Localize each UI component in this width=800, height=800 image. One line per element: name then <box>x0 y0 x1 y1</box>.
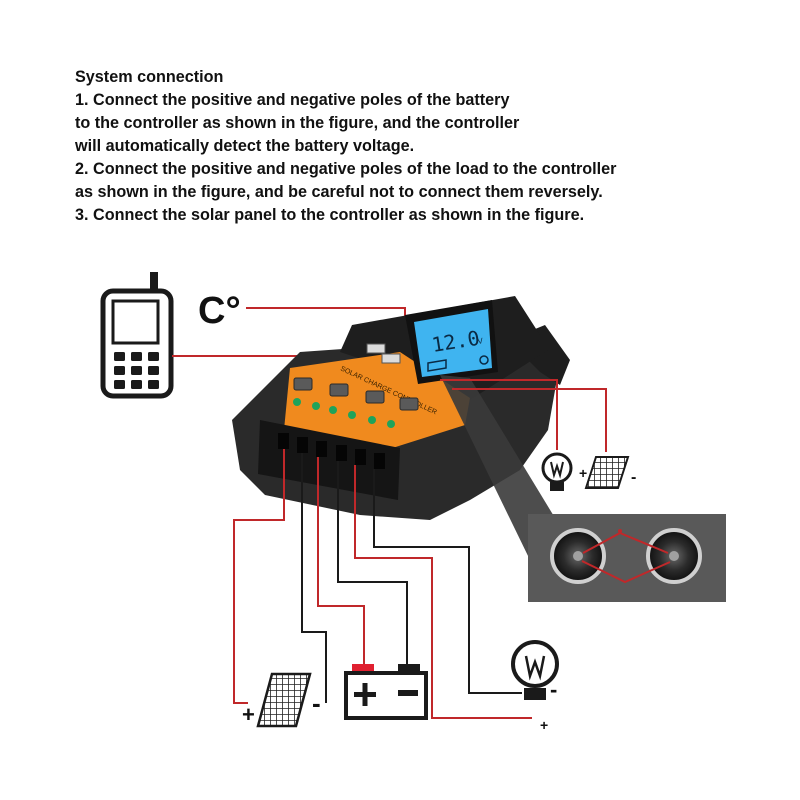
instructions-heading: System connection <box>75 68 224 86</box>
status-led <box>368 416 376 424</box>
battery-icon <box>344 664 428 720</box>
terminal-wires <box>233 449 532 719</box>
charge-controller: SOLAR CHARGE CONTROLLER 12.0 V <box>232 296 570 520</box>
terminal-block <box>258 420 400 500</box>
solar-panel-icon <box>256 672 312 728</box>
minus-sign: - <box>631 469 636 486</box>
bulb-icon <box>541 452 573 491</box>
controller-button[interactable] <box>329 383 349 397</box>
load-usb-wires <box>440 379 607 452</box>
load-plus-sign: + <box>540 717 548 733</box>
solar-plus-sign: + <box>242 702 255 727</box>
plus-sign: + <box>579 465 587 481</box>
controller-button[interactable] <box>293 377 313 391</box>
instruction-line: will automatically detect the battery vo… <box>75 137 415 155</box>
instruction-line: to the controller as shown in the figure… <box>75 114 520 132</box>
status-led <box>329 406 337 414</box>
instruction-line: 2. Connect the positive and negative pol… <box>75 160 617 178</box>
status-led <box>387 420 395 428</box>
instruction-line: 1. Connect the positive and negative pol… <box>75 91 510 109</box>
status-led <box>348 411 356 419</box>
status-led <box>312 402 320 410</box>
solar-panel-icon <box>584 456 630 489</box>
temperature-label: C° <box>198 290 241 332</box>
status-led <box>293 398 301 406</box>
lcd-unit: V <box>477 336 484 346</box>
instruction-line: 3. Connect the solar panel to the contro… <box>75 206 585 224</box>
sensor-jacks-inset <box>528 514 726 602</box>
solar-minus-sign: - <box>312 688 321 718</box>
phone-icon <box>100 272 174 399</box>
usb-port <box>366 343 386 354</box>
bulb-icon <box>511 640 559 700</box>
controller-button[interactable] <box>399 397 419 411</box>
usb-port <box>381 353 401 364</box>
lcd-screen: 12.0 V <box>405 300 498 384</box>
zoom-pointer <box>440 375 555 560</box>
instructions-text: System connection 1. Connect the positiv… <box>75 66 775 227</box>
controller-button[interactable] <box>365 390 385 404</box>
instruction-line: as shown in the figure, and be careful n… <box>75 183 603 201</box>
load-minus-sign: - <box>550 677 557 702</box>
